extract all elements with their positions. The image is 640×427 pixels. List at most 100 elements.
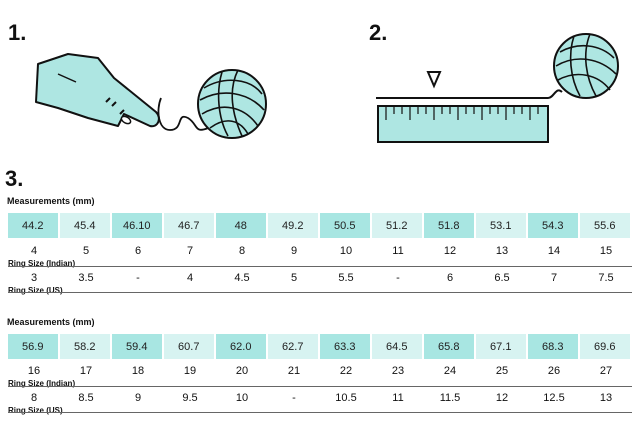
measurement-cell: 62.0 <box>216 334 266 359</box>
us-size-label: Ring Size (US) <box>8 286 63 295</box>
us-size-cell: - <box>396 272 400 284</box>
measurement-cell: 50.5 <box>320 213 370 238</box>
measurement-cell: 58.2 <box>60 334 110 359</box>
us-size-cell: 9 <box>134 392 142 404</box>
indian-size-cell: 9 <box>290 245 298 257</box>
measurement-cell: 44.2 <box>8 213 58 238</box>
measurement-cell: 46.7 <box>164 213 214 238</box>
measurement-cell: 59.4 <box>112 334 162 359</box>
us-size-cell: 4.5 <box>234 272 250 284</box>
us-size-cell: 10 <box>235 392 249 404</box>
row-divider <box>8 266 632 267</box>
indian-size-cell: 13 <box>495 245 509 257</box>
step-2-illustration <box>376 33 619 143</box>
table-2-title: Measurements (mm) <box>7 317 95 327</box>
row-divider <box>8 412 632 413</box>
indian-size-cell: 23 <box>391 365 405 377</box>
measurement-cell: 60.7 <box>164 334 214 359</box>
us-size-cell: 6.5 <box>494 272 510 284</box>
indian-size-cell: 10 <box>339 245 353 257</box>
step-2-label: 2. <box>369 20 388 45</box>
measurement-cell: 69.6 <box>580 334 630 359</box>
ruler-icon <box>377 105 549 143</box>
measurement-cell: 55.6 <box>580 213 630 238</box>
arrow-marker-icon <box>426 71 442 89</box>
measurement-cell: 49.2 <box>268 213 318 238</box>
measurement-cell: 51.8 <box>424 213 474 238</box>
measurement-cell: 46.10 <box>112 213 162 238</box>
us-size-cell: 8.5 <box>78 392 94 404</box>
indian-size-cell: 7 <box>186 245 194 257</box>
indian-size-cell: 8 <box>238 245 246 257</box>
indian-size-cell: 27 <box>599 365 613 377</box>
indian-size-cell: 17 <box>79 365 93 377</box>
table-2-measurements-row: 56.9 58.2 59.4 60.7 62.0 62.7 63.3 64.5 … <box>8 334 632 359</box>
step-1-illustration <box>35 53 267 139</box>
indian-size-cell: 14 <box>547 245 561 257</box>
measurement-cell: 65.8 <box>424 334 474 359</box>
us-size-cell: - <box>136 272 140 284</box>
table-1-us-row: 3 3.5 - 4 4.5 5 5.5 - 6 6.5 7 7.5 <box>8 267 632 289</box>
measurement-cell: 48 <box>216 213 266 238</box>
row-divider <box>8 386 632 387</box>
measurement-cell: 68.3 <box>528 334 578 359</box>
indian-size-cell: 20 <box>235 365 249 377</box>
us-size-cell: 9.5 <box>182 392 198 404</box>
us-size-cell: - <box>292 392 296 404</box>
yarn-ball-icon <box>197 69 267 139</box>
indian-size-cell: 5 <box>82 245 90 257</box>
indian-size-cell: 15 <box>599 245 613 257</box>
indian-size-cell: 6 <box>134 245 142 257</box>
step-1-label: 1. <box>8 20 27 45</box>
us-size-cell: 12.5 <box>543 392 565 404</box>
indian-size-label: Ring Size (Indian) <box>8 259 76 268</box>
us-size-cell: 10.5 <box>335 392 357 404</box>
table-2-us-row: 8 8.5 9 9.5 10 - 10.5 11 11.5 12 12.5 13 <box>8 387 632 409</box>
table-1-title: Measurements (mm) <box>7 196 95 206</box>
us-size-cell: 12 <box>495 392 509 404</box>
measurement-cell: 56.9 <box>8 334 58 359</box>
table-1-indian-row: 4 5 6 7 8 9 10 11 12 13 14 15 <box>8 240 632 262</box>
us-size-cell: 11 <box>392 392 404 404</box>
us-size-cell: 8 <box>30 392 38 404</box>
measurement-cell: 51.2 <box>372 213 422 238</box>
measurement-cell: 62.7 <box>268 334 318 359</box>
measurement-cell: 53.1 <box>476 213 526 238</box>
us-size-cell: 7.5 <box>598 272 614 284</box>
indian-size-cell: 22 <box>339 365 353 377</box>
table-1-measurements-row: 44.2 45.4 46.10 46.7 48 49.2 50.5 51.2 5… <box>8 213 632 238</box>
us-size-cell: 5.5 <box>338 272 354 284</box>
yarn-ball-icon <box>553 33 619 99</box>
us-size-cell: 5 <box>290 272 298 284</box>
us-size-cell: 6 <box>446 272 454 284</box>
indian-size-cell: 21 <box>287 365 301 377</box>
row-divider <box>8 292 632 293</box>
indian-size-cell: 26 <box>547 365 561 377</box>
measurement-cell: 63.3 <box>320 334 370 359</box>
measurement-cell: 64.5 <box>372 334 422 359</box>
measurement-cell: 45.4 <box>60 213 110 238</box>
measurement-cell: 67.1 <box>476 334 526 359</box>
indian-size-cell: 12 <box>443 245 457 257</box>
us-size-cell: 3 <box>30 272 38 284</box>
yarn-thread <box>157 97 209 131</box>
us-size-cell: 11.5 <box>439 392 461 404</box>
indian-size-cell: 4 <box>30 245 38 257</box>
indian-size-cell: 19 <box>183 365 197 377</box>
measurement-cell: 54.3 <box>528 213 578 238</box>
us-size-cell: 13 <box>599 392 613 404</box>
indian-size-cell: 16 <box>27 365 41 377</box>
yarn-thread <box>376 89 563 99</box>
indian-size-cell: 11 <box>392 245 404 257</box>
us-size-label: Ring Size (US) <box>8 406 63 415</box>
table-2-indian-row: 16 17 18 19 20 21 22 23 24 25 26 27 <box>8 360 632 382</box>
indian-size-label: Ring Size (Indian) <box>8 379 76 388</box>
indian-size-cell: 25 <box>495 365 509 377</box>
indian-size-cell: 18 <box>131 365 145 377</box>
indian-size-cell: 24 <box>443 365 457 377</box>
step-3-label: 3. <box>5 166 24 191</box>
us-size-cell: 4 <box>186 272 194 284</box>
us-size-cell: 3.5 <box>78 272 94 284</box>
us-size-cell: 7 <box>550 272 558 284</box>
pointing-hand-icon <box>35 53 160 128</box>
